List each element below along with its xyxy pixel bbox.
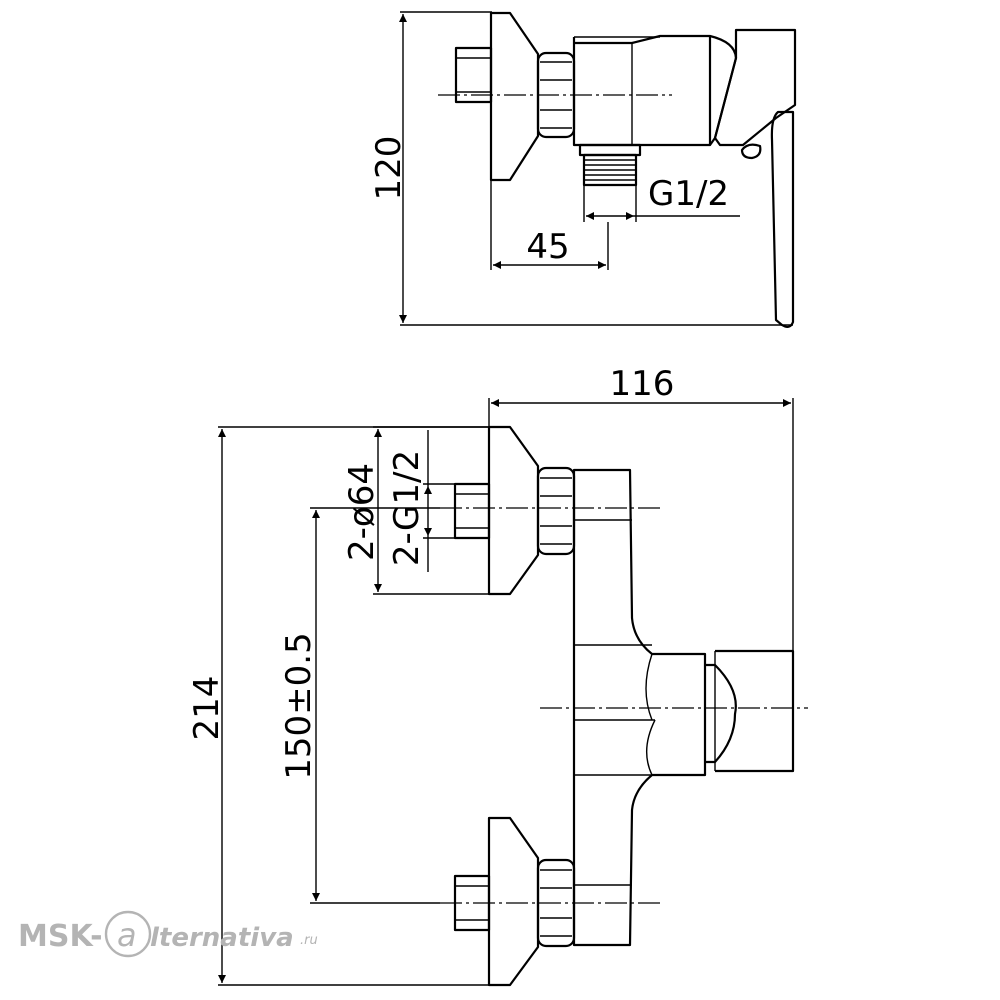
dim-214-label: 214 [187, 676, 227, 741]
dim-side-thread: G1/2 [583, 174, 740, 222]
watermark-brand-right: lternativa [150, 923, 294, 953]
dim-inlet-thread-label: 2-G1/2 [387, 450, 427, 566]
dim-116: 116 [488, 364, 794, 650]
dim-45-label: 45 [526, 227, 569, 267]
dim-120: 120 [369, 11, 793, 326]
dim-inlet-thread: 2-G1/2 [387, 430, 455, 572]
front-top-inlet [453, 482, 491, 540]
side-view: 120 45 G1/2 [369, 11, 797, 329]
side-flange [489, 11, 540, 182]
dim-flange-diameter: 2-ø64 [342, 426, 489, 595]
watermark-logo: MSK- a lternativa .ru [18, 910, 318, 958]
side-inlet-stub [454, 46, 493, 104]
front-top-flange [487, 425, 540, 596]
dim-45: 45 [490, 180, 609, 270]
dim-150-label: 150±0.5 [279, 632, 319, 779]
front-top-hex-nut [536, 466, 576, 556]
front-bottom-flange [487, 816, 540, 987]
dim-120-label: 120 [369, 136, 409, 201]
watermark-domain: .ru [300, 933, 318, 948]
dim-150: 150±0.5 [279, 507, 440, 904]
watermark-brand-left: MSK- [18, 919, 103, 954]
side-mixer-body [572, 34, 738, 147]
front-cartridge [705, 649, 795, 773]
front-mixer-body [572, 468, 707, 947]
dim-flange-diameter-label: 2-ø64 [342, 463, 382, 561]
side-outlet-thread [578, 143, 642, 187]
dim-side-thread-label: G1/2 [648, 174, 729, 214]
front-view: 116 214 150±0.5 2-ø64 [187, 364, 808, 987]
dim-214: 214 [187, 426, 490, 986]
dim-116-label: 116 [610, 364, 675, 404]
watermark-at-letter: a [117, 916, 137, 954]
watermark-at-icon [104, 910, 152, 958]
